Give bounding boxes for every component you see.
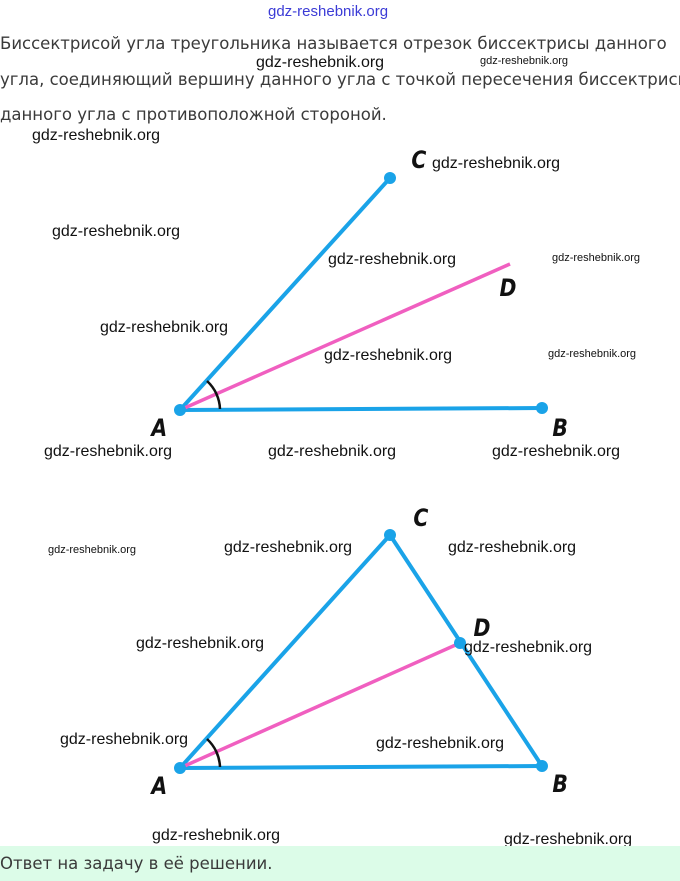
bisector-AD: [179, 262, 511, 412]
watermark: gdz-reshebnik.org: [464, 639, 593, 656]
watermark: gdz-reshebnik.org: [324, 347, 453, 364]
label-D: D: [473, 614, 491, 642]
watermark: gdz-reshebnik.org: [60, 731, 189, 748]
watermark: gdz-reshebnik.org: [52, 223, 181, 240]
watermark: gdz-reshebnik.org: [48, 544, 137, 556]
label-B: B: [552, 414, 568, 442]
label-C: C: [413, 504, 429, 532]
point-D: [454, 637, 466, 649]
watermark: gdz-reshebnik.org: [432, 155, 561, 172]
side-CB: [388, 533, 544, 768]
point-C: [384, 172, 396, 184]
label-C: C: [411, 146, 427, 174]
side-AC: [178, 176, 392, 412]
definition-line-3: данного угла с противоположной стороной.: [0, 105, 387, 124]
watermark: gdz-reshebnik.org: [492, 443, 621, 460]
point-C: [384, 529, 396, 541]
watermark: gdz-reshebnik.org: [44, 443, 173, 460]
side-AB: [179, 764, 543, 770]
watermark: gdz-reshebnik.org: [100, 319, 229, 336]
figure-triangle-bisector: [174, 529, 548, 774]
angle-arc: [206, 738, 222, 768]
watermark: gdz-reshebnik.org: [548, 348, 637, 360]
answer-text: Ответ на задачу в её решении.: [0, 854, 273, 873]
watermark: gdz-reshebnik.org: [224, 539, 353, 556]
watermark: gdz-reshebnik.org: [268, 443, 397, 460]
watermark: gdz-reshebnik.org: [268, 3, 389, 20]
point-A: [174, 762, 186, 774]
watermark: gdz-reshebnik.org: [256, 54, 385, 71]
side-AB: [179, 406, 543, 412]
label-D: D: [499, 274, 517, 302]
watermark: gdz-reshebnik.org: [32, 127, 161, 144]
bisector-AD: [179, 641, 461, 770]
answer-box: Ответ на задачу в её решении.: [0, 846, 680, 881]
watermark: gdz-reshebnik.org: [504, 831, 633, 848]
figure-angle-bisector: [174, 172, 548, 416]
point-B: [536, 402, 548, 414]
watermark: gdz-reshebnik.org: [328, 251, 457, 268]
definition-line-1: Биссектрисой угла треугольника называетс…: [0, 34, 667, 53]
side-AC: [178, 533, 392, 770]
watermark: gdz-reshebnik.org: [552, 252, 641, 264]
watermark: gdz-reshebnik.org: [136, 635, 265, 652]
point-B: [536, 760, 548, 772]
watermark: gdz-reshebnik.org: [376, 735, 505, 752]
angle-arc: [206, 380, 222, 410]
definition-line-2: угла, соединяющий вершину данного угла с…: [0, 70, 680, 89]
label-A: A: [151, 772, 168, 800]
watermark: gdz-reshebnik.org: [152, 827, 281, 844]
watermark: gdz-reshebnik.org: [480, 55, 569, 67]
point-A: [174, 404, 186, 416]
watermark: gdz-reshebnik.org: [448, 539, 577, 556]
label-A: A: [151, 414, 168, 442]
label-B: B: [552, 770, 568, 798]
